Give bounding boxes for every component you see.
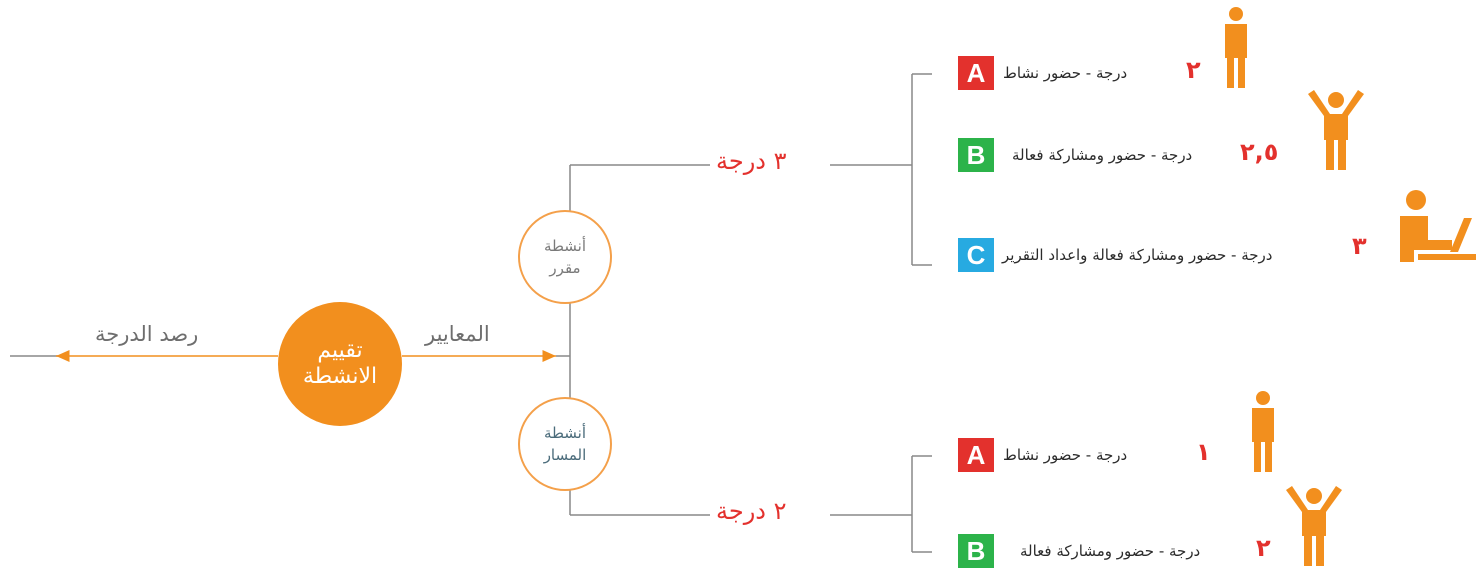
course-level-c-value: ٣	[1352, 232, 1367, 260]
track-activities-node: أنشطة المسار	[518, 397, 612, 491]
course-level-a-badge: A	[958, 56, 994, 90]
center-line-2: الانشطة	[302, 364, 378, 389]
course-node-line-2: مقرر	[549, 259, 581, 277]
criteria-label: المعايير	[425, 322, 490, 346]
course-node-line-1: أنشطة	[543, 237, 587, 255]
track-level-a-text: درجة - حضور نشاط	[1003, 446, 1128, 464]
track-level-b-text: درجة - حضور ومشاركة فعالة	[1020, 542, 1201, 560]
raised-arms-person-icon	[1308, 90, 1364, 170]
track-total-grade: ٢ درجة	[712, 497, 791, 525]
course-level-b-badge: B	[958, 138, 994, 172]
person-at-laptop-icon	[1400, 190, 1476, 262]
track-level-b-badge: B	[958, 534, 994, 568]
course-level-a-text: درجة - حضور نشاط	[1003, 64, 1128, 82]
course-level-c-text: درجة - حضور ومشاركة فعالة واعداد التقرير	[1002, 246, 1273, 264]
track-level-a-value: ١	[1196, 438, 1211, 466]
course-level-c-badge: C	[958, 238, 994, 272]
course-activities-node: أنشطة مقرر	[518, 210, 612, 304]
standing-person-icon	[1252, 391, 1274, 472]
course-level-a-value: ٢	[1186, 56, 1201, 84]
track-node-line-1: أنشطة	[543, 424, 587, 442]
course-level-b-value: ٢,٥	[1240, 138, 1279, 166]
course-total-grade: ٣ درجة	[712, 147, 791, 175]
track-level-a-badge: A	[958, 438, 994, 472]
activities-evaluation-node: تقييم الانشطة	[278, 302, 402, 426]
track-level-b-value: ٢	[1256, 534, 1271, 562]
raised-arms-person-icon	[1286, 486, 1342, 566]
center-line-1: تقييم	[317, 338, 363, 363]
track-node-line-2: المسار	[543, 446, 587, 464]
course-level-b-text: درجة - حضور ومشاركة فعالة	[1012, 146, 1193, 164]
grade-record-label: رصد الدرجة	[95, 322, 199, 346]
standing-person-icon	[1225, 7, 1247, 88]
